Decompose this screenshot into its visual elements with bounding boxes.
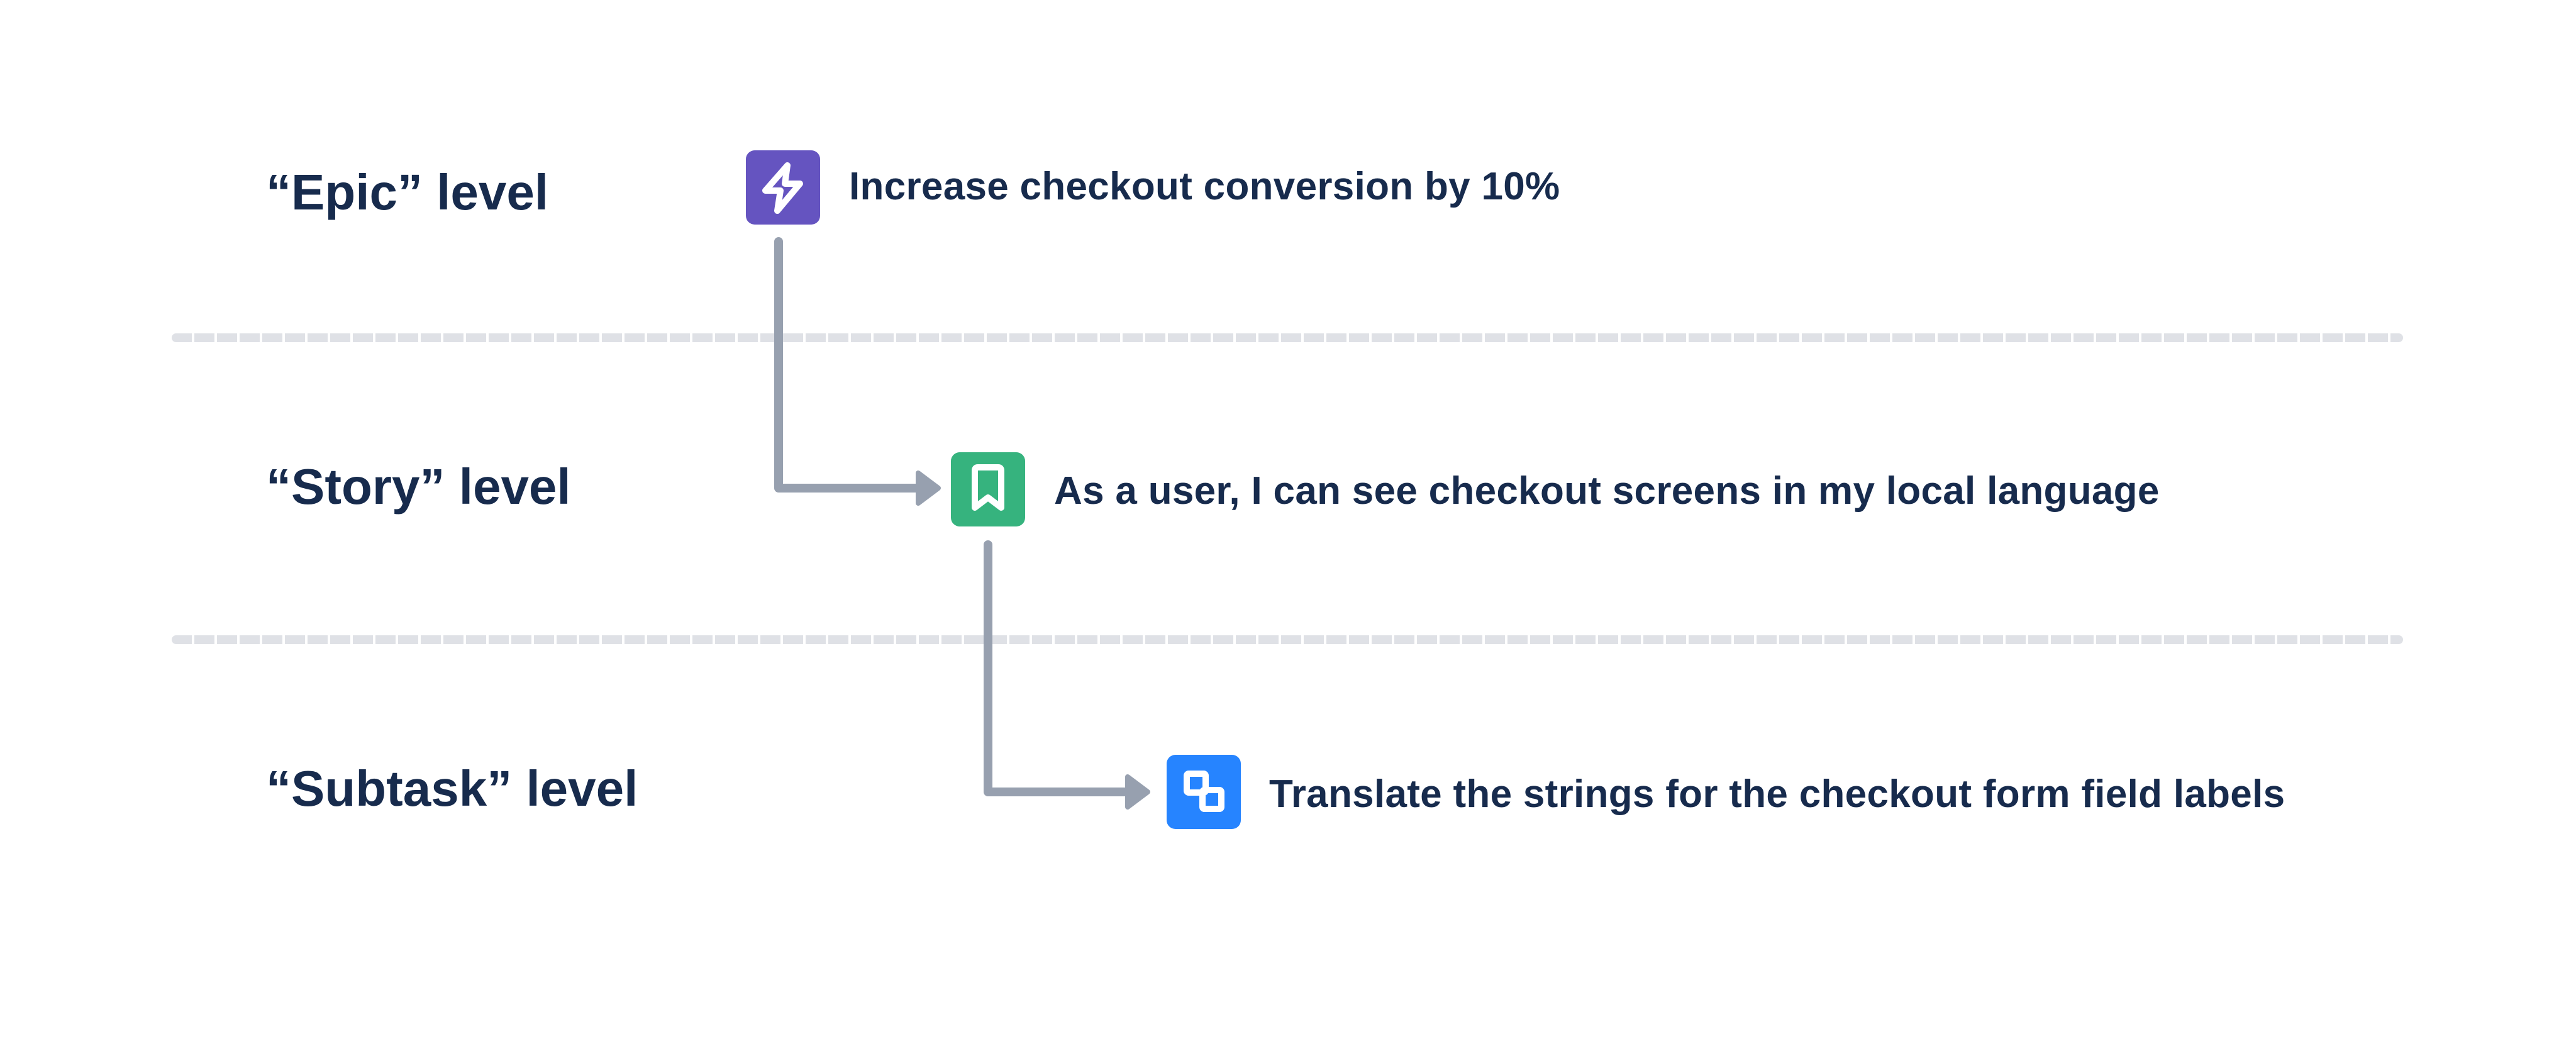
story-to-subtask-connector xyxy=(984,540,1133,796)
arrowhead-icon xyxy=(916,470,941,506)
epic-level-label: “Epic” level xyxy=(266,164,549,220)
epic-issue-icon xyxy=(746,150,820,225)
epic-summary[interactable]: Increase checkout conversion by 10% xyxy=(849,165,1560,208)
level-divider-2 xyxy=(172,635,2403,644)
arrowhead-icon xyxy=(1125,774,1150,810)
subtask-level-label: “Subtask” level xyxy=(266,760,638,816)
level-divider-1 xyxy=(172,333,2403,342)
story-summary[interactable]: As a user, I can see checkout screens in… xyxy=(1054,469,2160,513)
subtask-summary[interactable]: Translate the strings for the checkout f… xyxy=(1269,772,2285,816)
bookmark-icon xyxy=(972,464,1004,511)
story-level-label: “Story” level xyxy=(266,459,571,515)
story-issue-icon xyxy=(951,452,1025,526)
lightning-bolt-icon xyxy=(762,162,803,214)
epic-to-story-connector xyxy=(774,237,924,493)
subtask-issue-icon xyxy=(1167,755,1241,829)
subtask-squares-icon xyxy=(1184,771,1224,812)
